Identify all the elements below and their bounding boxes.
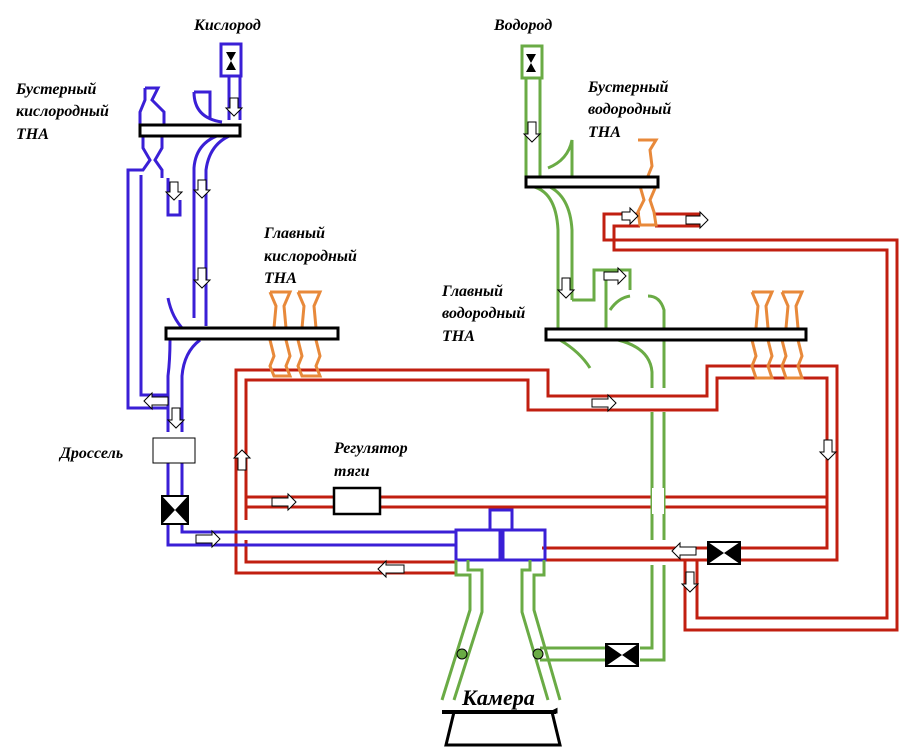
- arrow-gas-down: [680, 571, 700, 593]
- throttle-label: Дроссель: [58, 445, 123, 462]
- arrow-ox-to-chamber: [195, 529, 221, 549]
- main-h2-label-1: Главный: [441, 283, 503, 300]
- main-h2-turbine-bottom: [750, 339, 805, 380]
- chamber-right-wall-inner: [520, 560, 550, 701]
- booster-h2-return-inner: [612, 224, 889, 620]
- arrow-h2-main-inlet: [603, 266, 627, 286]
- main-ox-turbine-top: [268, 290, 323, 329]
- main-h2-label-3: ТНА: [442, 328, 475, 345]
- ox-recirc-inner: [139, 175, 168, 397]
- turbines: [268, 138, 805, 380]
- booster-h2-label-3: ТНА: [588, 124, 621, 141]
- arrow-ox-3: [192, 267, 212, 289]
- ox-manifold-left: [454, 528, 502, 562]
- ox-injector-dome: [488, 508, 514, 530]
- booster-h2-exhaust: [655, 212, 700, 228]
- arrow-ox-inlet: [224, 97, 244, 117]
- chamber-left-wall-inner: [452, 560, 484, 701]
- regulator-line-gap: [652, 488, 664, 514]
- throttle-in-pipe: [166, 462, 184, 496]
- chamber-right-wall-outer: [532, 560, 562, 701]
- ox-to-main-pump: [166, 178, 208, 217]
- main-h2-turbine-top: [750, 290, 805, 329]
- arrow-gas-booster-h2-out: [685, 210, 709, 230]
- h2-inlet-pipe: [524, 78, 542, 176]
- booster-ox-label-2: кислородный: [16, 103, 109, 120]
- h2-to-nozzle: [540, 646, 606, 662]
- h2-cooling-valve[interactable]: [605, 643, 639, 667]
- hot-gas-lower-outer: [234, 528, 456, 575]
- arrow-ox-2: [192, 179, 212, 199]
- ox-to-chamber: [166, 524, 456, 547]
- arrow-ox-recirc: [143, 391, 169, 411]
- arrow-h2-inlet: [522, 121, 542, 143]
- arrow-gas-up: [232, 449, 252, 471]
- ox-recirc-outer: [126, 137, 168, 410]
- flow-arrows: [143, 97, 838, 593]
- hot-gas-lower-inner: [244, 540, 456, 564]
- throttle-box[interactable]: [152, 437, 196, 464]
- ox-inlet-pipe: [227, 76, 242, 120]
- hot-gas-outer-loop: [234, 364, 839, 562]
- booster-ox-turbine-inlet: [145, 86, 166, 124]
- main-h2-volute-top: [608, 294, 666, 328]
- main-h2-label-2: водородный: [442, 305, 525, 322]
- booster-ox-volute-top: [192, 90, 223, 124]
- chamber-sensor-left: [456, 648, 468, 660]
- booster-ox-turbine-right: [153, 137, 164, 178]
- tank-valve-hydrogen[interactable]: [526, 54, 536, 72]
- regulator-label-1: Регулятор: [333, 440, 408, 457]
- main-ox-turbine-bottom: [268, 339, 323, 378]
- booster-h2-shaft: [524, 175, 660, 189]
- main-h2-shaft: [544, 327, 808, 342]
- booster-ox-turbine-left: [138, 88, 147, 124]
- booster-h2-label-2: водородный: [588, 101, 671, 118]
- booster-ox-discharge: [192, 131, 239, 318]
- main-h2-discharge: [559, 338, 666, 388]
- regulator-label-2: тяги: [334, 463, 370, 480]
- arrow-gas-left: [671, 541, 697, 561]
- booster-h2-discharge: [529, 184, 574, 328]
- throttle-valve[interactable]: [161, 495, 189, 525]
- main-ox-discharge: [166, 338, 201, 432]
- booster-h2-return-outer: [602, 212, 899, 632]
- hydrogen-lines: [440, 44, 666, 701]
- booster-ox-label-1: Бустерный: [15, 81, 96, 98]
- arrow-h2-to-main: [556, 277, 576, 299]
- arrow-gas-to-chamber: [377, 559, 405, 579]
- booster-h2-turbine: [636, 138, 659, 227]
- chamber-sensor-right: [532, 648, 544, 660]
- nozzle-exit: [442, 707, 562, 747]
- arrow-gas-booster-h2: [621, 206, 639, 226]
- hydrogen-label: Водород: [493, 17, 552, 34]
- arrow-gas-down-right: [818, 439, 838, 461]
- hot-gas-lines: [234, 212, 899, 632]
- thrust-regulator-box[interactable]: [332, 486, 382, 516]
- h2-cooling-lower: [640, 565, 666, 662]
- main-ox-shaft: [164, 326, 340, 341]
- h2-cooling-feed: [650, 412, 666, 540]
- main-ox-label-2: кислородный: [264, 248, 357, 265]
- oxygen-label: Кислород: [193, 17, 261, 34]
- main-ox-label-3: ТНА: [264, 270, 297, 287]
- ox-manifold-right: [501, 528, 547, 562]
- arrow-ox-1: [164, 181, 184, 201]
- booster-h2-volute-top: [547, 139, 574, 176]
- tank-valve-oxygen[interactable]: [226, 52, 236, 70]
- gas-valve-right[interactable]: [707, 541, 741, 565]
- main-ox-label-1: Главный: [263, 225, 325, 242]
- arrow-gas-main-h2: [591, 393, 617, 413]
- oxygen-lines: [126, 42, 547, 562]
- chamber-left-wall-outer: [440, 560, 472, 701]
- arrow-ox-to-throttle: [166, 407, 186, 429]
- arrow-gas-to-regulator: [271, 492, 297, 512]
- chamber-label: Камера: [461, 685, 535, 710]
- booster-h2-label-1: Бустерный: [587, 79, 668, 96]
- hot-gas-inner-loop: [244, 376, 829, 550]
- booster-ox-shaft: [138, 123, 242, 138]
- booster-ox-label-3: ТНА: [16, 126, 49, 143]
